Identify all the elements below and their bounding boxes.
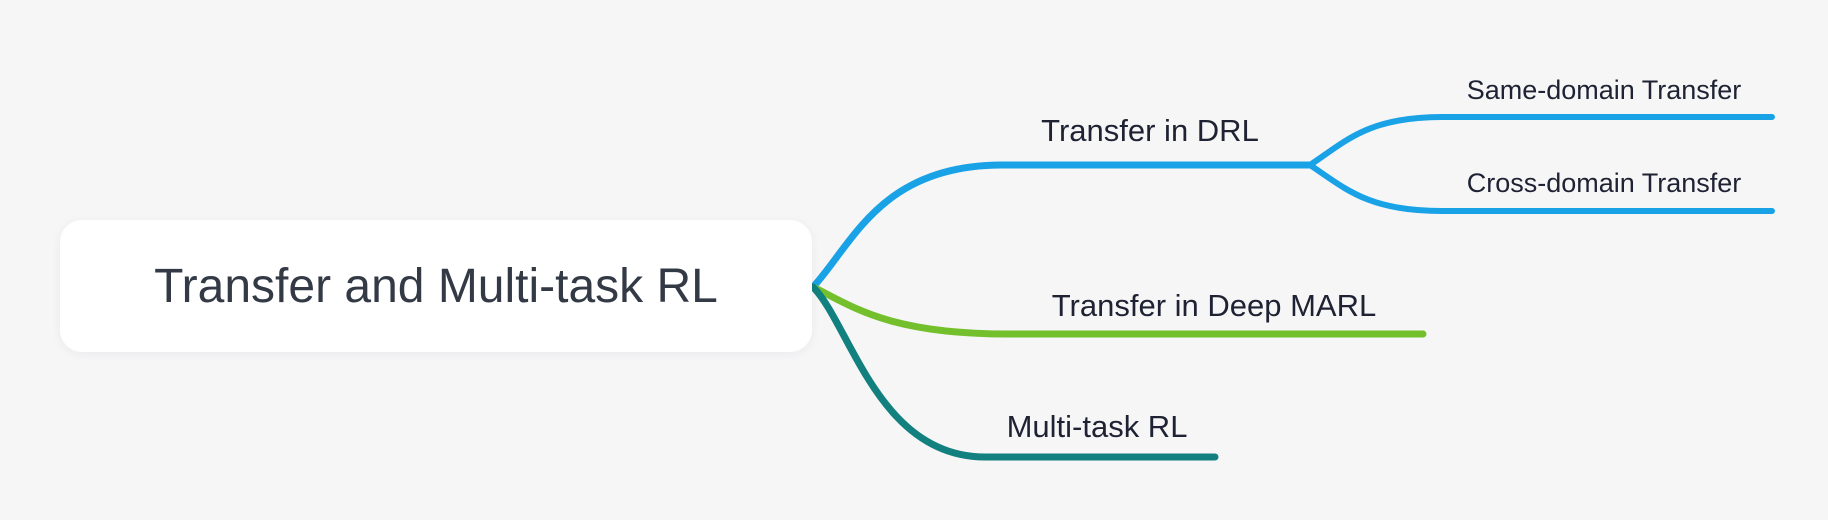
branch-line-cross-domain-transfer [1307,162,1775,214]
root-node-label: Transfer and Multi-task RL [154,259,718,313]
child-label-same-domain-transfer[interactable]: Same-domain Transfer [1466,75,1742,105]
branch-line-transfer-in-drl [809,161,1314,291]
branch-label-transfer-in-deep-marl[interactable]: Transfer in Deep MARL [1051,288,1377,323]
branch-label-transfer-in-drl[interactable]: Transfer in DRL [1041,113,1259,148]
root-node[interactable]: Transfer and Multi-task RL [60,220,812,352]
child-label-cross-domain-transfer[interactable]: Cross-domain Transfer [1466,168,1742,198]
branch-line-transfer-in-deep-marl [809,283,1427,338]
branch-line-multi-task-rl [809,283,1219,461]
branch-label-multi-task-rl[interactable]: Multi-task RL [1006,409,1188,444]
branch-line-same-domain-transfer [1307,114,1775,168]
